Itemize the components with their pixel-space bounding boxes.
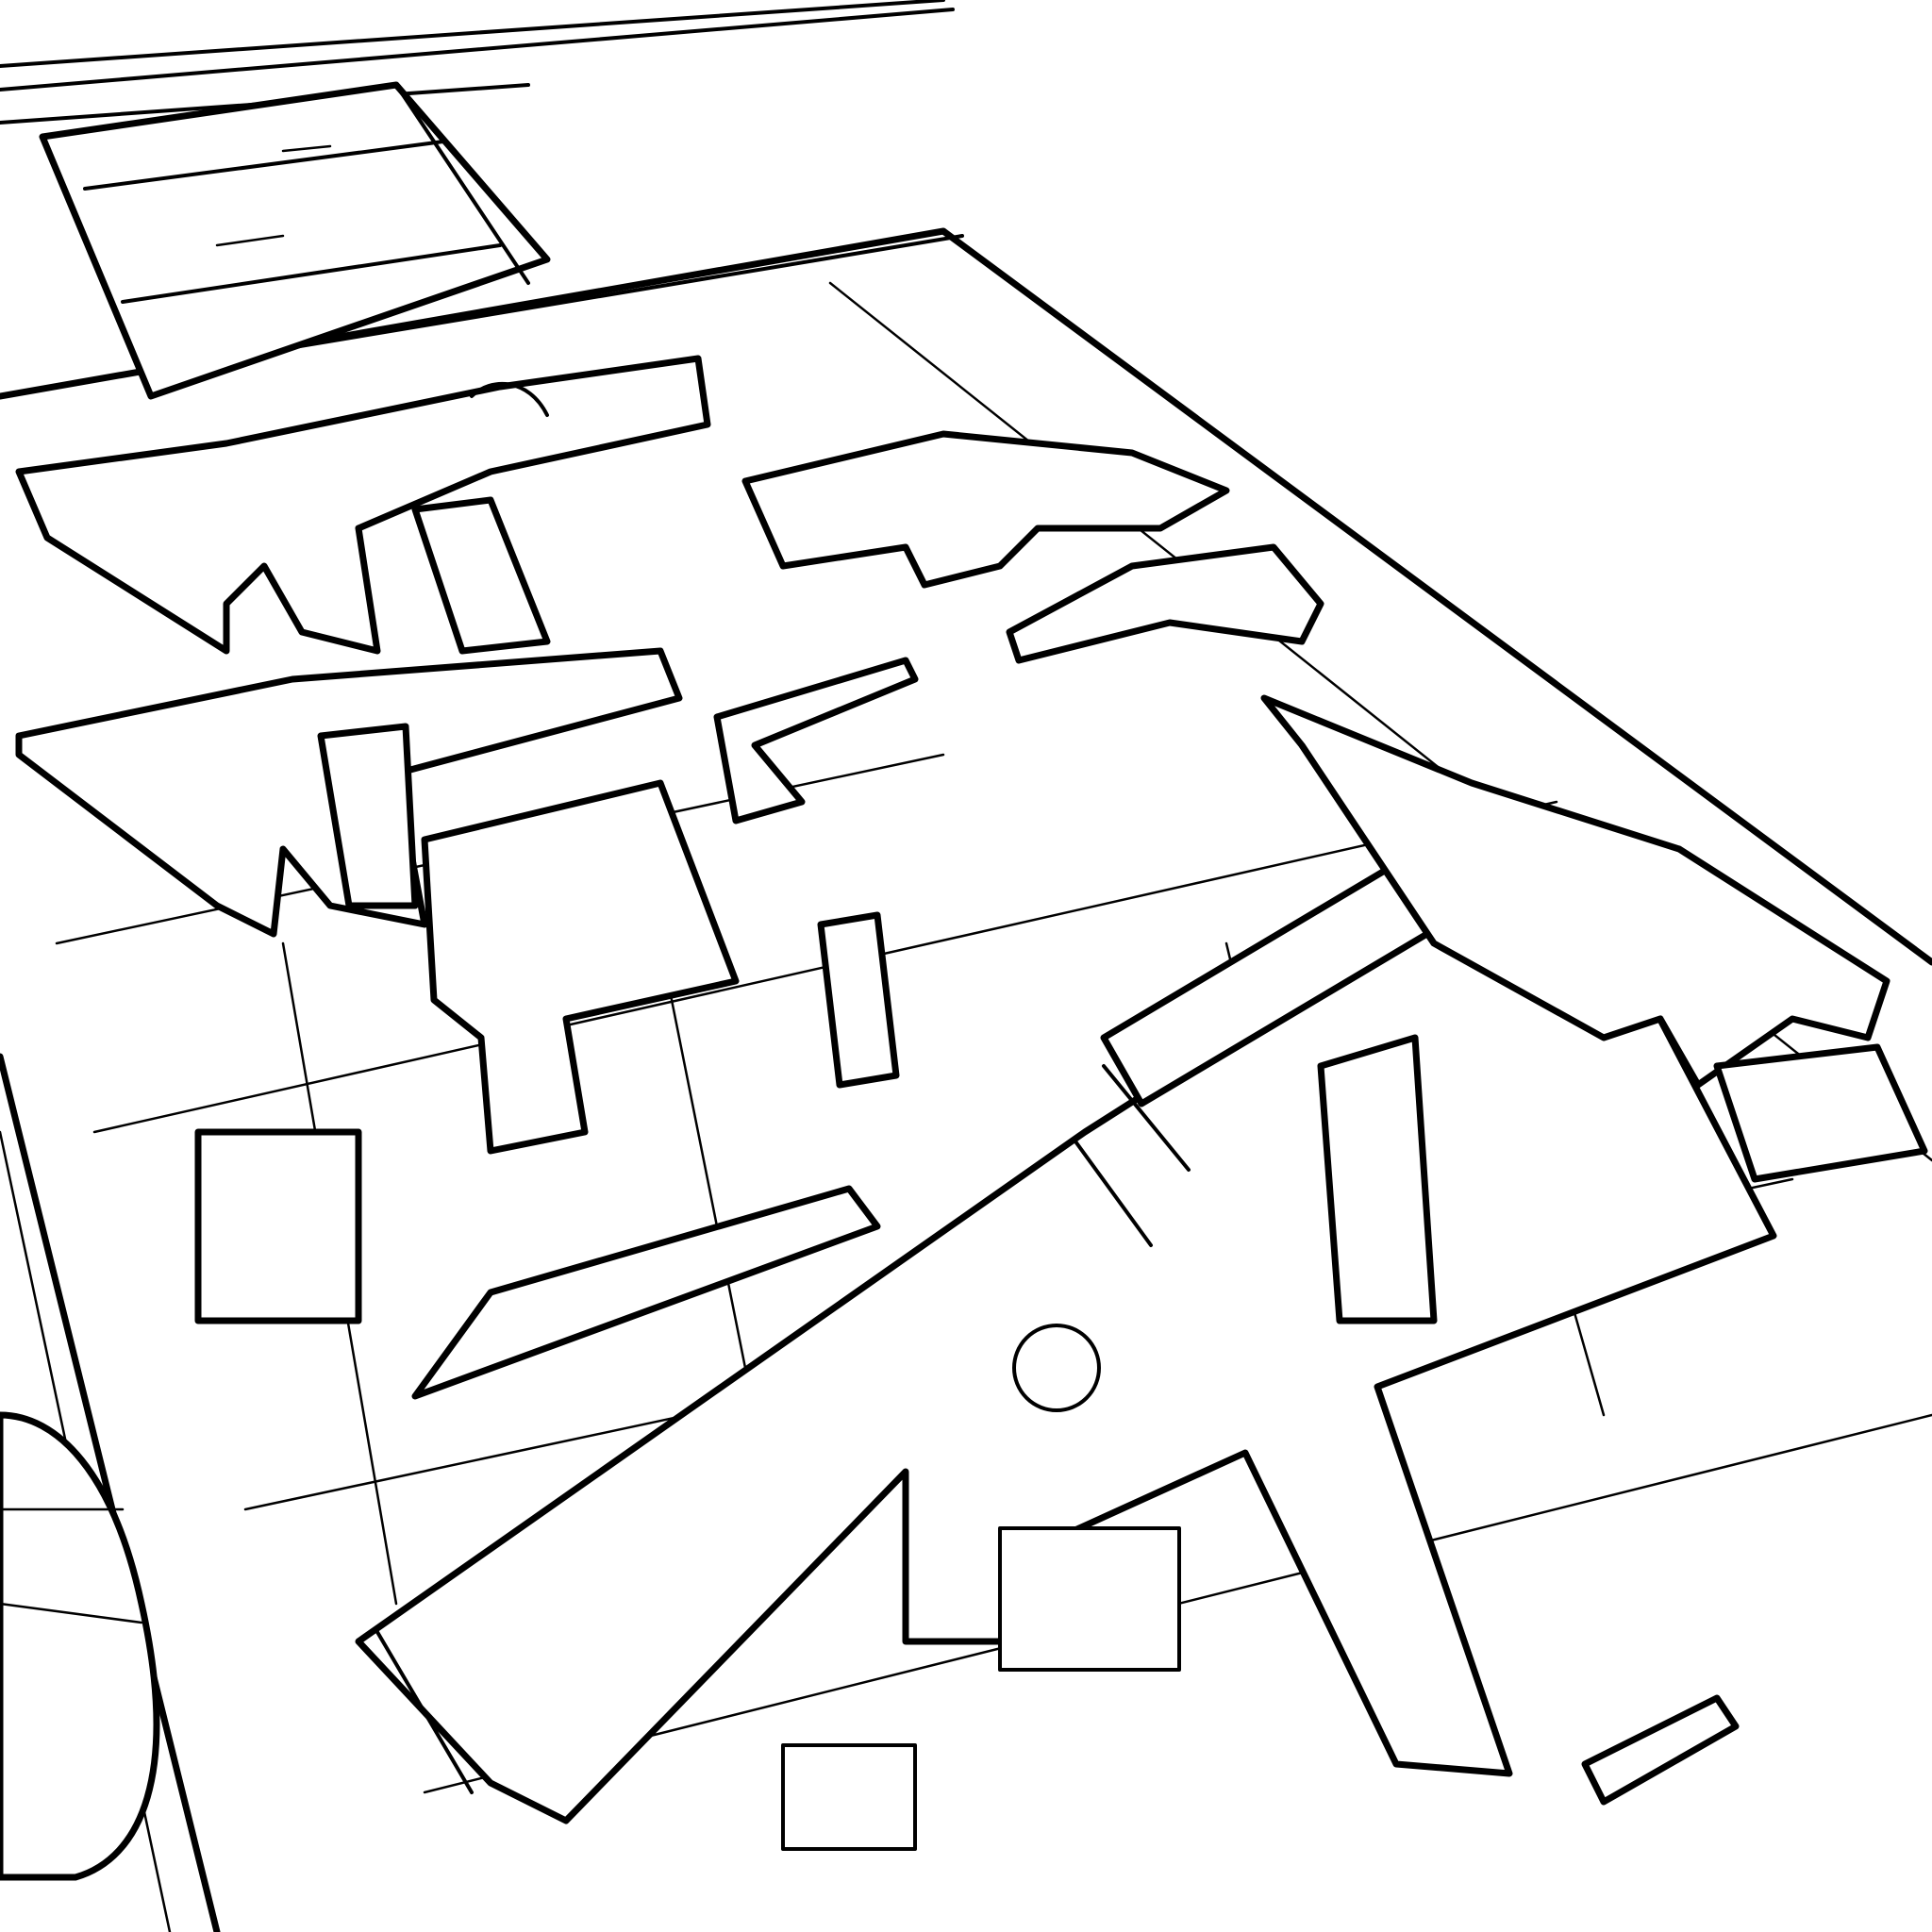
carbine-top-right (741, 430, 1230, 589)
storage-box (39, 81, 551, 400)
helmet (0, 1411, 160, 1881)
rifle-large-front (355, 826, 1777, 1824)
loose-parts (194, 657, 1928, 1851)
rifle-middle-left (15, 647, 683, 938)
smg-center (421, 779, 740, 1155)
rifle-right (1260, 694, 1890, 1089)
pistol-right (1006, 543, 1324, 664)
rifle-top-left (15, 355, 711, 655)
